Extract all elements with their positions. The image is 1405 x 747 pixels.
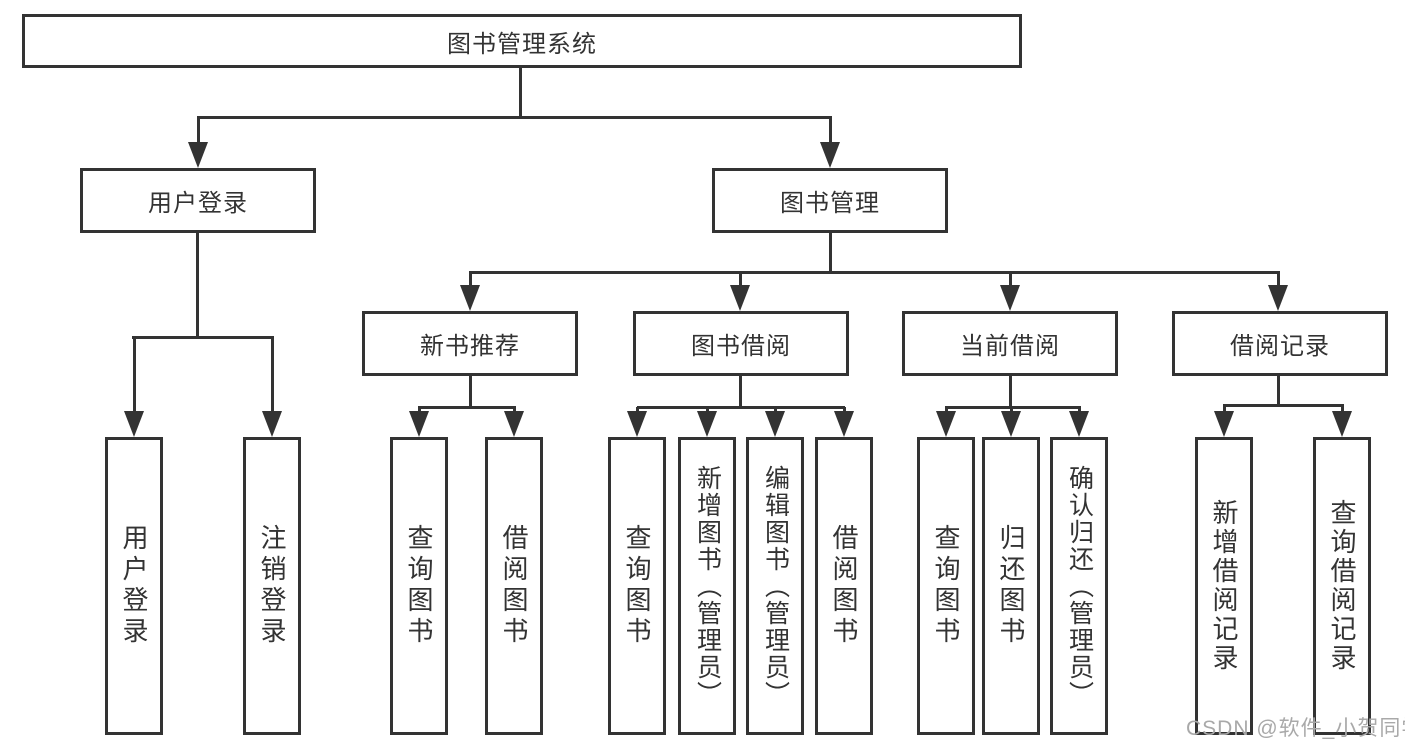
arrow-down-icon — [124, 337, 144, 437]
node-label: 图书管理系统 — [447, 30, 597, 58]
leaf-user-login: 用户登录 — [105, 437, 163, 735]
leaf-add-books-admin: 新增图书（管理员） — [678, 437, 736, 735]
node-label: 新增借阅记录 — [1209, 499, 1239, 673]
node-label: 归还图书 — [996, 524, 1026, 648]
leaf-return-books: 归还图书 — [982, 437, 1040, 735]
node-current-borrowing: 当前借阅 — [902, 311, 1118, 376]
arrow-down-icon — [188, 117, 208, 168]
connector-line — [1277, 376, 1280, 407]
node-book-management: 图书管理 — [712, 168, 948, 233]
node-label: 查询图书 — [931, 524, 961, 648]
arrow-down-icon — [1069, 407, 1089, 437]
arrow-down-icon — [1268, 272, 1288, 311]
connector-line — [197, 116, 832, 119]
arrow-down-icon — [409, 407, 429, 437]
connector-line — [829, 233, 832, 274]
csdn-watermark: CSDN @软件_小贺同学 — [1186, 717, 1405, 740]
node-label: 图书借阅 — [691, 333, 791, 360]
arrow-down-icon — [730, 272, 750, 311]
connector-line — [469, 271, 1280, 274]
node-label: 注销登录 — [257, 524, 287, 648]
leaf-borrow-books-borrowing: 借阅图书 — [815, 437, 873, 735]
leaf-query-books-current: 查询图书 — [917, 437, 975, 735]
arrow-down-icon — [1214, 405, 1234, 437]
arrow-down-icon — [834, 407, 854, 437]
arrow-down-icon — [262, 337, 282, 437]
connector-line — [739, 376, 742, 409]
node-book-borrowing: 图书借阅 — [633, 311, 849, 376]
arrow-down-icon — [765, 407, 785, 437]
leaf-edit-books-admin: 编辑图书（管理员） — [746, 437, 804, 735]
node-label: 新书推荐 — [420, 333, 520, 360]
node-label: 借阅图书 — [499, 524, 529, 648]
arrow-down-icon — [1332, 405, 1352, 437]
connector-line — [418, 406, 516, 409]
connector-line — [519, 67, 522, 118]
arrow-down-icon — [1000, 272, 1020, 311]
node-label: 确认归还（管理员） — [1065, 464, 1094, 708]
arrow-down-icon — [504, 407, 524, 437]
leaf-borrow-books-recommend: 借阅图书 — [485, 437, 543, 735]
arrow-down-icon — [627, 407, 647, 437]
node-user-login: 用户登录 — [80, 168, 316, 233]
connector-line — [1223, 404, 1344, 407]
arrow-down-icon — [820, 117, 840, 168]
node-label: 查询图书 — [404, 524, 434, 648]
node-label: 查询借阅记录 — [1327, 499, 1357, 673]
connector-line — [132, 336, 274, 339]
leaf-logout: 注销登录 — [243, 437, 301, 735]
node-label: 新增图书（管理员） — [693, 464, 722, 708]
node-label: 借阅图书 — [829, 524, 859, 648]
connector-line — [945, 406, 1081, 409]
arrow-down-icon — [936, 407, 956, 437]
connector-line — [469, 376, 472, 409]
leaf-query-books-borrowing: 查询图书 — [608, 437, 666, 735]
connector-line — [196, 233, 199, 339]
node-label: 借阅记录 — [1230, 333, 1330, 360]
arrow-down-icon — [697, 407, 717, 437]
leaf-confirm-return-admin: 确认归还（管理员） — [1050, 437, 1108, 735]
leaf-query-books-recommend: 查询图书 — [390, 437, 448, 735]
node-library-management-system: 图书管理系统 — [22, 14, 1022, 68]
node-label: 当前借阅 — [960, 333, 1060, 360]
node-label: 图书管理 — [780, 190, 880, 217]
arrow-down-icon — [460, 272, 480, 311]
node-label: 用户登录 — [148, 190, 248, 217]
node-label: 用户登录 — [119, 524, 149, 648]
connector-line — [637, 406, 845, 409]
connector-line — [1009, 376, 1012, 409]
leaf-query-borrow-record: 查询借阅记录 — [1313, 437, 1371, 735]
arrow-down-icon — [1001, 407, 1021, 437]
leaf-add-borrow-record: 新增借阅记录 — [1195, 437, 1253, 735]
node-label: 查询图书 — [622, 524, 652, 648]
node-label: 编辑图书（管理员） — [761, 464, 790, 708]
node-new-book-recommend: 新书推荐 — [362, 311, 578, 376]
node-borrowing-records: 借阅记录 — [1172, 311, 1388, 376]
